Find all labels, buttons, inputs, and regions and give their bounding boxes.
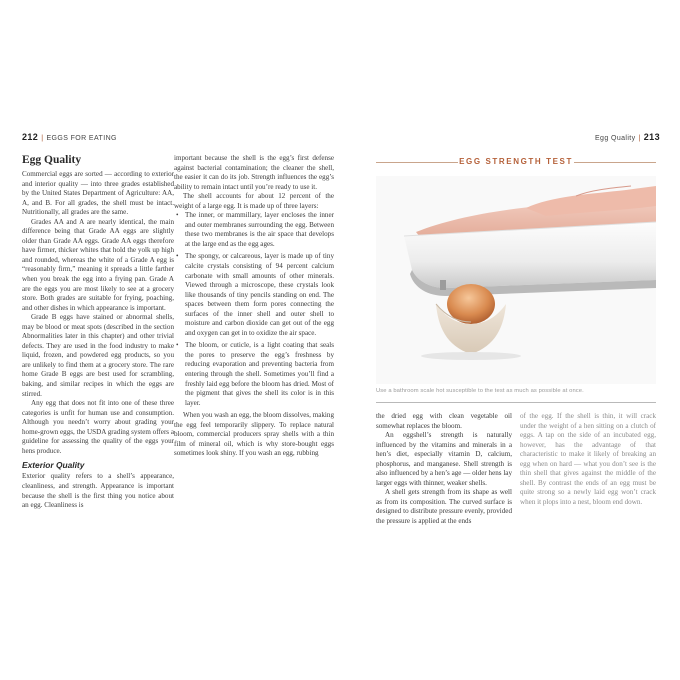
right-page: Egg Quality|213 EGG STRENGTH TEST [372,132,660,562]
paragraph: An eggshell’s strength is naturally infl… [376,431,512,487]
list-item: The inner, or mammillary, layer encloses… [176,211,334,249]
list-item: The bloom, or cuticle, is a light coatin… [176,341,334,408]
hand-pressing-scale-on-egg-photo [376,176,656,384]
photo-caption: Use a bathroom scale hot susceptible to … [376,388,584,394]
caption-divider [376,402,656,403]
paragraph: Any egg that does not fit into one of th… [22,399,174,455]
paragraph: Grade B eggs have stained or abnormal sh… [22,313,174,398]
paragraph: the dried egg with clean vegetable oil s… [376,412,512,430]
right-column-2: of the egg. If the shell is thin, it wil… [520,412,656,542]
sidebar-title-label: EGG STRENGTH TEST [459,157,573,166]
paragraph: Exterior quality refers to a shell’s app… [22,472,174,510]
running-head-separator: | [41,135,44,142]
sidebar-title: EGG STRENGTH TEST [372,156,660,170]
right-page-number: 213 [643,132,660,142]
left-page: 212|EGGS FOR EATING Egg Quality Commerci… [22,132,340,562]
subsection-heading: Exterior Quality [22,460,85,471]
title-rule-left [376,162,458,163]
paragraph: of the egg. If the shell is thin, it wil… [520,412,656,506]
list-item: The spongy, or calcareous, layer is made… [176,252,334,338]
right-running-head-title: Egg Quality [594,135,636,142]
paragraph: A shell gets strength from its shape as … [376,488,512,526]
paragraph: When you wash an egg, the bloom dissolve… [174,411,334,458]
paragraph: Grades AA and A are nearly identical, th… [22,217,174,312]
right-running-head: Egg Quality|213 [372,132,660,144]
left-page-number: 212 [22,132,39,142]
section-heading: Egg Quality [22,154,82,166]
shell-layers-list: The inner, or mammillary, layer encloses… [174,211,334,408]
paragraph: The shell accounts for about 12 percent … [174,192,334,210]
title-rule-right [574,162,656,163]
running-head-separator: | [638,135,641,142]
paragraph: Commercial eggs are sorted — according t… [22,170,174,217]
photo-illustration [376,176,656,384]
paragraph: important because the shell is the egg’s… [174,154,334,191]
left-column-2: important because the shell is the egg’s… [174,154,334,564]
right-column-1: the dried egg with clean vegetable oil s… [376,412,512,542]
left-column-1: Egg Quality Commercial eggs are sorted —… [22,154,174,564]
left-running-head-title: EGGS FOR EATING [46,135,117,142]
left-running-head: 212|EGGS FOR EATING [22,132,340,144]
